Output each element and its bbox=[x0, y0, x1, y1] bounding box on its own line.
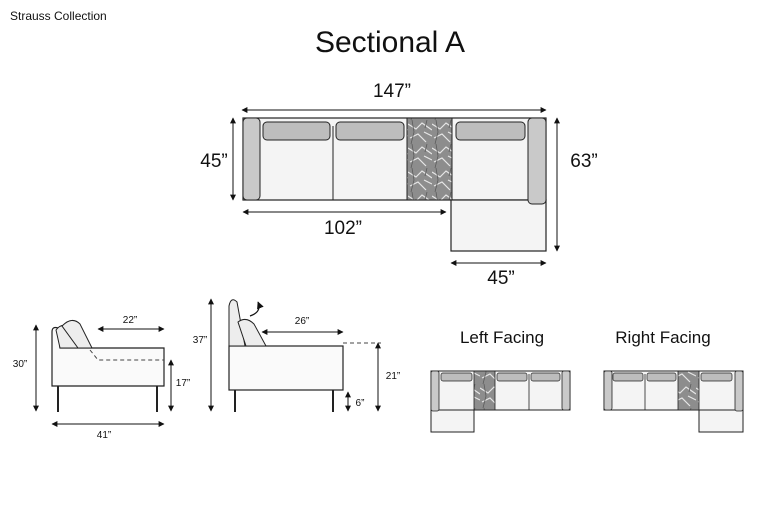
seat-depth-label: 22” bbox=[123, 315, 137, 326]
section-width-label: 102” bbox=[324, 218, 362, 239]
thumb-pillow bbox=[440, 372, 473, 382]
right-arm bbox=[527, 117, 547, 205]
recline-view: 37” 26” 21” 6” bbox=[193, 298, 400, 412]
side-view: 30” 22” 17” 41” bbox=[13, 315, 190, 441]
chaise-width-label: 45” bbox=[487, 268, 514, 289]
back-pillow bbox=[262, 121, 331, 141]
thumb-chaise bbox=[698, 409, 744, 433]
brand-label: Strauss Collection bbox=[10, 9, 107, 23]
thumb-pillow bbox=[530, 372, 561, 382]
left-facing-caption: Left Facing bbox=[460, 328, 544, 347]
chaise-length-label: 63” bbox=[570, 151, 597, 172]
recline-height-label: 37” bbox=[193, 335, 207, 346]
thumb-arm bbox=[603, 370, 613, 411]
thumb-arm bbox=[734, 370, 744, 412]
thumb-pillow bbox=[496, 372, 528, 382]
thumb-arm bbox=[430, 370, 440, 412]
left-facing-thumbnail bbox=[430, 370, 571, 433]
thumb-chaise bbox=[430, 409, 475, 433]
chaise-extension bbox=[450, 199, 547, 252]
top-view: 147” 45” 63” 102” 45” bbox=[200, 81, 597, 289]
thumb-pillow bbox=[612, 372, 644, 382]
height-label: 30” bbox=[13, 359, 27, 370]
side-depth-label: 41” bbox=[97, 430, 111, 441]
leg-height-label: 6” bbox=[356, 398, 365, 409]
back-pillow bbox=[455, 121, 526, 141]
back-cushion bbox=[61, 320, 93, 349]
depth-label: 45” bbox=[200, 151, 227, 172]
overall-width-label: 147” bbox=[373, 81, 411, 102]
thumb-marble bbox=[473, 370, 496, 411]
thumb-pillow bbox=[646, 372, 677, 382]
thumb-arm bbox=[561, 370, 571, 411]
right-facing-thumbnail bbox=[603, 370, 744, 433]
raised-headrest bbox=[228, 299, 246, 347]
thumb-pillow bbox=[700, 372, 733, 382]
right-facing-caption: Right Facing bbox=[615, 328, 710, 347]
back-pillow bbox=[335, 121, 405, 141]
seat-line bbox=[89, 349, 164, 361]
side-profile bbox=[51, 326, 165, 387]
back-cushion bbox=[237, 318, 267, 347]
recline-arrow bbox=[249, 301, 264, 317]
recline-depth-label: 26” bbox=[295, 316, 309, 327]
left-arm bbox=[242, 117, 261, 201]
recline-base bbox=[228, 345, 344, 391]
arm-height-label: 21” bbox=[386, 371, 400, 382]
seat-height-label: 17” bbox=[176, 378, 190, 389]
page-title: Sectional A bbox=[314, 26, 466, 59]
thumb-marble bbox=[677, 370, 700, 411]
marble-console bbox=[406, 117, 453, 201]
